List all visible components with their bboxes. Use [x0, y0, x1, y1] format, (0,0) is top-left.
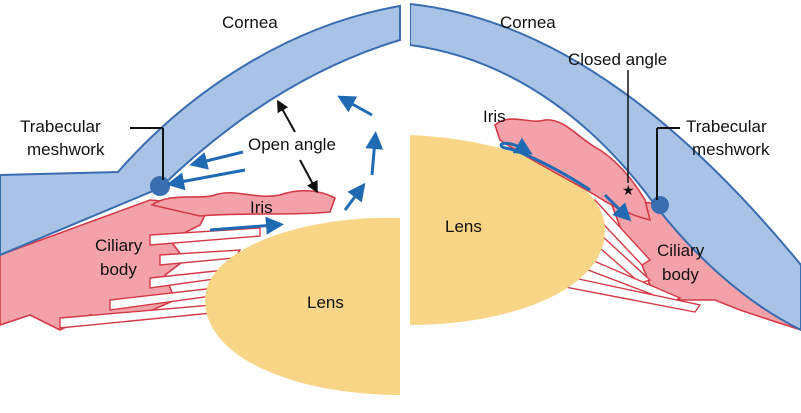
label-cornea-left: Cornea — [222, 13, 278, 32]
trabecular-meshwork-right — [651, 196, 669, 214]
zonule-fibers-right — [553, 198, 702, 313]
lens-left — [205, 217, 400, 395]
open-angle-panel — [0, 4, 401, 395]
lens-right — [410, 135, 605, 325]
aqueous-flow-arrow-right — [603, 193, 632, 222]
iris-right — [494, 118, 652, 222]
label-trabecular-left-1: Trabecular — [20, 117, 101, 136]
closed-angle-star-icon: ★ — [622, 184, 635, 199]
label-ciliary-left-2: body — [100, 260, 137, 279]
label-ciliary-left-1: Ciliary — [95, 236, 143, 255]
label-trabecular-left-2: meshwork — [27, 140, 105, 159]
label-lens-right: Lens — [445, 217, 482, 236]
label-iris-right: Iris — [483, 107, 506, 126]
label-closed-angle: Closed angle — [568, 50, 667, 69]
open-angle-pointer — [277, 99, 296, 133]
label-trabecular-right-1: Trabecular — [686, 117, 767, 136]
label-open-angle: Open angle — [248, 135, 336, 154]
label-ciliary-right-2: body — [662, 265, 699, 284]
cornea-left — [0, 4, 401, 257]
label-iris-left: Iris — [250, 198, 273, 217]
iris-left — [150, 189, 336, 217]
label-lens-left: Lens — [307, 293, 344, 312]
label-cornea-right: Cornea — [500, 13, 556, 32]
label-ciliary-right-1: Ciliary — [657, 241, 705, 260]
aqueous-flow-arrow-right — [499, 137, 591, 192]
open-angle-pointer — [299, 159, 318, 194]
aqueous-flow-arrows-left — [166, 95, 384, 235]
panel-divider — [401, 0, 410, 413]
label-trabecular-right-2: meshwork — [692, 140, 770, 159]
trabecular-meshwork-left — [150, 176, 170, 196]
cornea-right — [410, 2, 801, 332]
closed-angle-panel: ★ — [410, 2, 801, 332]
